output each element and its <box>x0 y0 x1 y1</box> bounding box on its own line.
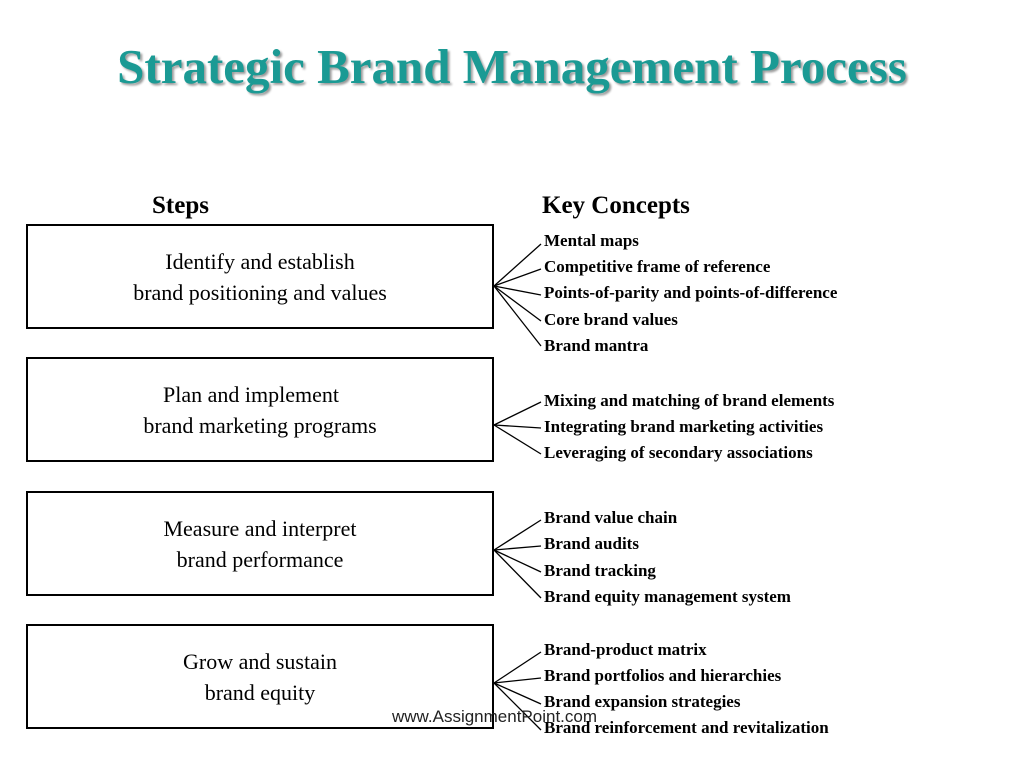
concept-item: Brand mantra <box>544 336 649 355</box>
step-box-2: Plan and implement brand marketing progr… <box>26 357 494 462</box>
concept-item: Brand audits <box>544 534 639 553</box>
concept-item: Core brand values <box>544 310 678 329</box>
concept-item: Brand value chain <box>544 508 678 527</box>
concept-item: Brand tracking <box>544 561 656 580</box>
step-1-line-1: Identify and establish <box>165 248 355 274</box>
step-box-1: Identify and establish brand positioning… <box>26 224 494 329</box>
step-2-line-1: Plan and implement <box>163 381 339 407</box>
concept-item: Integrating brand marketing activities <box>544 417 824 436</box>
concept-item: Brand reinforcement and revitalization <box>544 718 829 737</box>
step-box-4: Grow and sustain brand equity <box>26 624 494 729</box>
steps-header: Steps <box>152 192 209 219</box>
concept-item: Mixing and matching of brand elements <box>544 391 835 410</box>
page-title: Strategic Brand Management Process <box>117 39 907 94</box>
concept-item: Brand portfolios and hierarchies <box>544 666 782 685</box>
step-3-line-1: Measure and interpret <box>163 515 357 541</box>
step-2-line-2: brand marketing programs <box>143 412 377 438</box>
step-3-line-2: brand performance <box>176 546 344 572</box>
concept-item: Points-of-parity and points-of-differenc… <box>544 283 838 302</box>
concept-item: Leveraging of secondary associations <box>544 443 813 462</box>
concept-item: Brand expansion strategies <box>544 692 741 711</box>
concept-item: Mental maps <box>544 231 639 250</box>
step-1-line-2: brand positioning and values <box>133 279 387 305</box>
step-4-line-1: Grow and sustain <box>183 648 337 674</box>
watermark-link: www.AssignmentPoint.com <box>392 707 598 726</box>
step-4-line-2: brand equity <box>204 679 316 705</box>
concept-item: Brand-product matrix <box>544 640 707 659</box>
step-box-3: Measure and interpret brand performance <box>26 491 494 596</box>
concept-item: Competitive frame of reference <box>544 257 771 276</box>
key-concepts-header: Key Concepts <box>542 192 690 219</box>
concept-item: Brand equity management system <box>544 587 791 606</box>
